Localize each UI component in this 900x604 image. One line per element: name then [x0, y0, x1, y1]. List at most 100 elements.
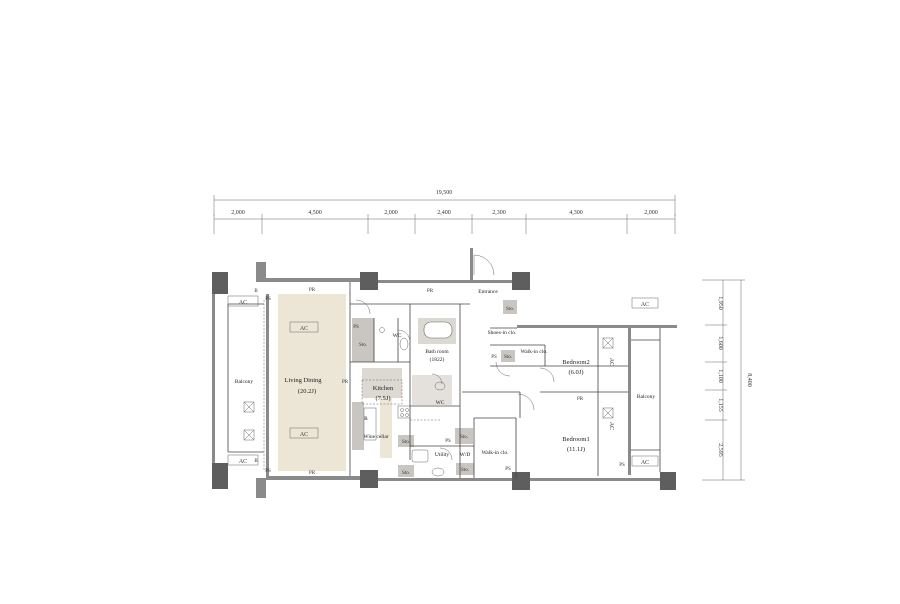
bedroom1-size: (11.1J) [567, 446, 585, 453]
ac-box [631, 455, 659, 467]
sto-label: Sto. [460, 435, 468, 440]
ps-label: PS [505, 467, 511, 472]
wall-top-bed [517, 325, 677, 328]
side-seg-4: 1,155 [717, 398, 723, 412]
ps-label: PS [491, 355, 497, 360]
door-arc [495, 361, 511, 377]
shoes-closet-label: Shoes-in clo. [488, 330, 517, 336]
door-arc [473, 254, 495, 276]
pr-label: PR [309, 288, 316, 293]
ac-label: AC [641, 302, 649, 308]
side-dimensions: 8,400 1,950 1,600 1,100 1,155 2,595 [702, 279, 752, 481]
vent-icon [243, 429, 255, 441]
door-arc [439, 447, 453, 461]
wall-entrance [470, 248, 473, 280]
ac-box [289, 427, 319, 439]
ps-label: PS [619, 463, 625, 468]
storage-gray [352, 318, 374, 362]
wc-mid-label: WC [436, 400, 445, 406]
fixtures [363, 327, 446, 477]
vent-cross [602, 337, 614, 349]
toilet-bowl [399, 337, 409, 351]
wc-floor [412, 375, 452, 405]
ac-boxes [227, 295, 659, 467]
column [512, 272, 530, 290]
interior-walls [227, 282, 661, 478]
ps-label: PS [265, 297, 271, 302]
utility-sto2-fill [398, 465, 414, 477]
ps-label: PS [353, 325, 359, 330]
walkin-closet-bottom-label: Walk-in clo. [481, 450, 509, 456]
vent-cross [243, 429, 255, 441]
toilet-bowl [434, 381, 446, 391]
fridge [363, 407, 377, 441]
ps-label: PS [265, 469, 271, 474]
sto-label: Sto. [506, 307, 514, 312]
washbasin [431, 467, 445, 477]
wall-balcony-left [212, 294, 215, 463]
dim-seg-2: 4,500 [308, 210, 322, 216]
door-arc [431, 373, 443, 385]
burner-icon [405, 413, 409, 417]
column [512, 472, 530, 490]
kitchen-island [380, 398, 392, 458]
ac-box [227, 454, 259, 466]
sto-label: Sto. [461, 468, 469, 473]
column [360, 470, 378, 488]
utility-sto-fill [455, 428, 473, 444]
toilet-fixture [379, 327, 385, 333]
side-seg-3: 1,100 [717, 369, 723, 383]
dashed-rect [361, 379, 403, 405]
balcony-left-label: Balcony [235, 379, 254, 385]
wall-living-left [266, 294, 269, 476]
pr-label: PR [427, 289, 434, 294]
dim-seg-4: 2,400 [437, 210, 451, 216]
wall-top-living [266, 278, 360, 282]
ac-box [631, 297, 659, 309]
ac-label: AC [300, 326, 308, 332]
entrance-label: Entrance [478, 289, 498, 295]
door-arc [517, 393, 535, 411]
wall-bed-balcony [628, 325, 631, 475]
kitchen-size: (7.5J) [376, 395, 391, 402]
ac-box [289, 321, 319, 333]
ac-label: AC [239, 459, 247, 465]
dashed-outlines [263, 290, 440, 470]
column [212, 463, 228, 489]
wd-sto-fill [456, 463, 474, 475]
kitchen-label: Kitchen [373, 385, 394, 392]
b-label: B [254, 289, 258, 294]
sto-label: Sto. [402, 440, 410, 445]
bathtub [423, 321, 453, 339]
ac-box [227, 295, 259, 307]
wall-bottom-living [266, 476, 360, 480]
wd-label: W/D [460, 452, 471, 458]
bedroom2-label: Bedroom2 [562, 359, 589, 366]
burner-icon [400, 408, 404, 412]
burner-icon [405, 408, 409, 412]
sink [411, 449, 429, 463]
sto-label: Sto. [359, 343, 367, 348]
column [256, 262, 266, 282]
side-seg-5: 2,595 [717, 443, 723, 457]
ac-label: AC [300, 432, 308, 438]
side-seg-1: 1,950 [717, 296, 723, 310]
ps-label: PS [445, 439, 451, 444]
vent-icon [602, 337, 614, 349]
kitchen-side-counter [352, 402, 364, 450]
kitchen-counter [362, 368, 402, 398]
wall-top-mid [378, 280, 512, 283]
total-height-label: 8,400 [746, 373, 752, 387]
ac-label: AC [239, 300, 247, 306]
bath-size: (1822) [430, 356, 445, 363]
burner-icon [400, 413, 404, 417]
vent-icon [243, 401, 255, 413]
b-label: B [254, 459, 258, 464]
door-arc [539, 367, 555, 383]
shoes-sto-fill [503, 300, 517, 314]
walkin-closet-top-label: Walk-in clo. [520, 349, 548, 355]
refrigerator-label: R [364, 416, 368, 422]
cooktop [397, 405, 411, 419]
door-arc [355, 299, 371, 315]
pr-label: PR [342, 380, 349, 385]
